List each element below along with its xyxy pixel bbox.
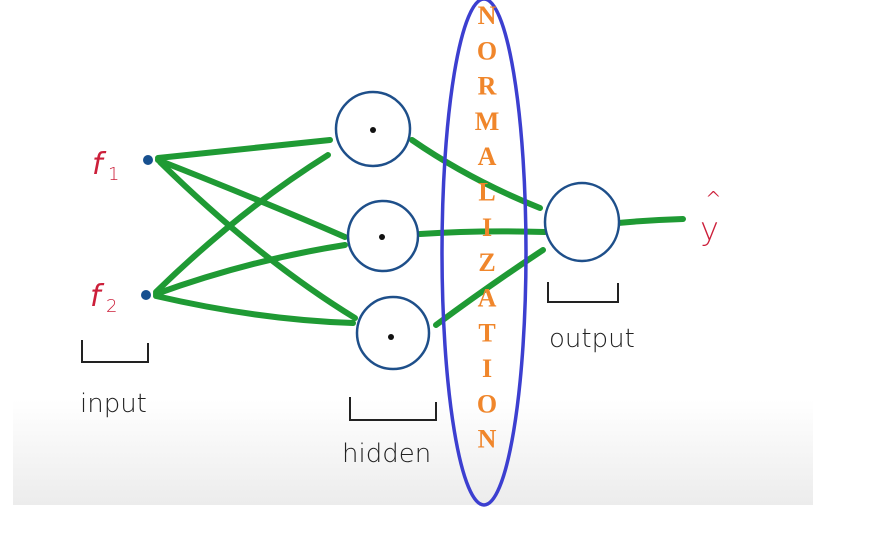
f2-label: f <box>90 279 105 314</box>
edge-f2-h3 <box>153 293 356 326</box>
normalization-letter: A <box>478 142 497 171</box>
yhat-label: y <box>700 210 719 248</box>
background-panel <box>13 400 813 505</box>
normalization-letter: N <box>478 425 497 454</box>
hidden-node-2-dot <box>379 234 385 240</box>
f1-subscript: 1 <box>108 164 119 185</box>
input-node-f2 <box>141 290 151 300</box>
input-node-f1 <box>143 155 153 165</box>
f1-label: f <box>92 147 107 182</box>
f2-subscript: 2 <box>106 296 117 317</box>
hidden-node-1-dot <box>370 127 376 133</box>
normalization-letter: I <box>482 354 492 383</box>
hidden-node-3-dot <box>388 334 394 340</box>
normalization-letter: N <box>478 1 497 30</box>
normalization-letter: A <box>478 283 497 312</box>
normalization-letter: I <box>482 213 492 242</box>
normalization-letter: O <box>477 36 497 65</box>
normalization-letter: M <box>475 107 500 136</box>
normalization-letter: T <box>478 319 495 348</box>
hidden-bracket <box>349 397 437 421</box>
normalization-letter: L <box>478 178 495 207</box>
edge-f1-h3 <box>157 159 358 321</box>
output-bracket <box>547 282 619 303</box>
output-node <box>543 181 621 263</box>
edge-f1-h1 <box>155 137 333 161</box>
normalization-letter: Z <box>478 248 495 277</box>
yhat-hat: ^ <box>705 187 722 211</box>
input-label: input <box>80 389 147 419</box>
normalization-ellipse <box>440 0 528 507</box>
edge-h1-out <box>409 137 543 211</box>
hidden-node-3 <box>355 295 431 371</box>
edge-f1-h2 <box>155 157 348 240</box>
normalization-letter: O <box>477 389 497 418</box>
input-bracket <box>81 340 149 363</box>
edge-f2-h1 <box>153 152 331 295</box>
edge-f2-h2 <box>153 242 348 297</box>
hidden-label: hidden <box>342 439 431 469</box>
normalization-letter: R <box>478 72 497 101</box>
edge-out-yhat <box>615 216 686 226</box>
edge-h2-out <box>417 228 548 237</box>
brackets <box>81 282 619 421</box>
output-label: output <box>549 324 635 354</box>
edge-h3-out <box>433 247 546 328</box>
